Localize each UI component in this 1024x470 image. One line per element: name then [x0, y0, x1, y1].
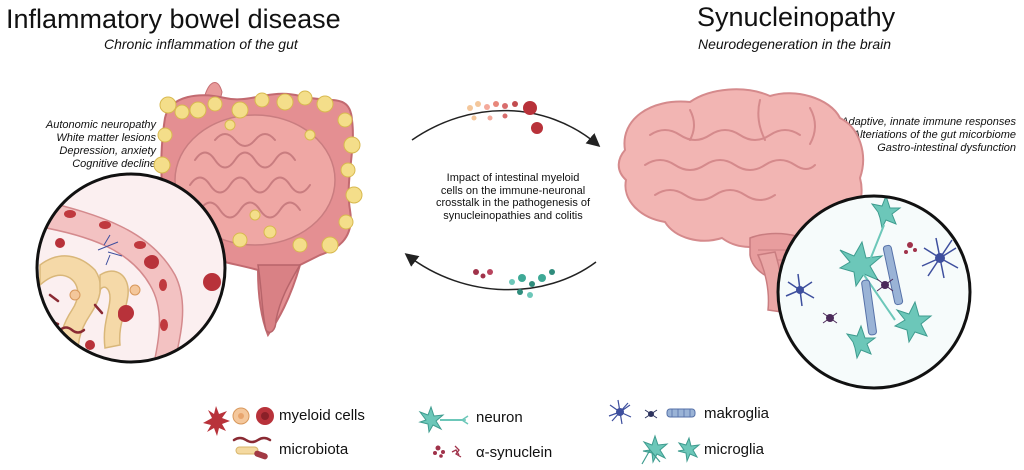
legend-label-myeloid: myeloid cells	[279, 407, 365, 424]
left-symptom: White matter lesions	[56, 132, 156, 144]
center-line: crosstalk in the pathogenesis of	[435, 197, 591, 209]
right-title: Synucleinopathy	[697, 2, 896, 32]
center-line: synucleinopathies and colitis	[443, 209, 583, 222]
left-title: Inflammatory bowel disease	[6, 4, 341, 34]
legend-label-microbiota: microbiota	[279, 441, 349, 458]
right-subtitle: Neurodegeneration in the brain	[698, 36, 892, 52]
synuclein-legend-icon	[433, 445, 462, 458]
legend-label-neuron: neuron	[476, 409, 523, 426]
right-symptom: Gastro-intestinal dysfunction	[877, 142, 1016, 154]
brain-tissue-zoom	[776, 194, 972, 390]
center-line: Impact of intestinal myeloid	[446, 172, 580, 184]
left-symptom: Autonomic neuropathy	[45, 119, 156, 131]
center-description: Impact of intestinal myeloid cells on th…	[408, 172, 618, 222]
intestine-illustration	[153, 82, 363, 338]
right-symptom: Adaptive, innate immune responses	[841, 116, 1016, 128]
myeloid-cells-in-transit	[467, 101, 543, 134]
neuron-legend-icon	[418, 405, 469, 434]
legend-label-makroglia: makroglia	[704, 405, 770, 422]
gut-tissue-zoom	[35, 172, 227, 364]
legend-icons	[203, 399, 701, 465]
right-symptom: Alteriations of the gut micorbiome	[852, 129, 1016, 141]
left-symptom: Depression, anxiety	[59, 145, 156, 157]
synuclein-in-transit	[473, 269, 555, 298]
microbiota-legend-icon	[232, 436, 272, 460]
left-subtitle: Chronic inflammation of the gut	[104, 36, 298, 52]
left-symptom: Cognitive decline	[72, 158, 156, 170]
myeloid-cells-cluster	[118, 255, 221, 321]
center-line: cells on the immune-neuronal	[440, 184, 586, 197]
legend-label-microglia: microglia	[704, 441, 765, 458]
right-symptom-list: Adaptive, innate immune responses Alteri…	[790, 116, 1016, 155]
makroglia-legend-icon	[608, 399, 696, 425]
left-symptom-list: Autonomic neuropathy White matter lesion…	[18, 119, 156, 171]
gut-to-brain-arrow	[411, 101, 601, 147]
legend-label-synuclein: α-synuclein	[476, 444, 553, 461]
microglia-legend-icon	[641, 434, 701, 465]
myeloid-cells-legend-icon	[203, 406, 274, 436]
brain-to-gut-arrow	[404, 253, 597, 298]
